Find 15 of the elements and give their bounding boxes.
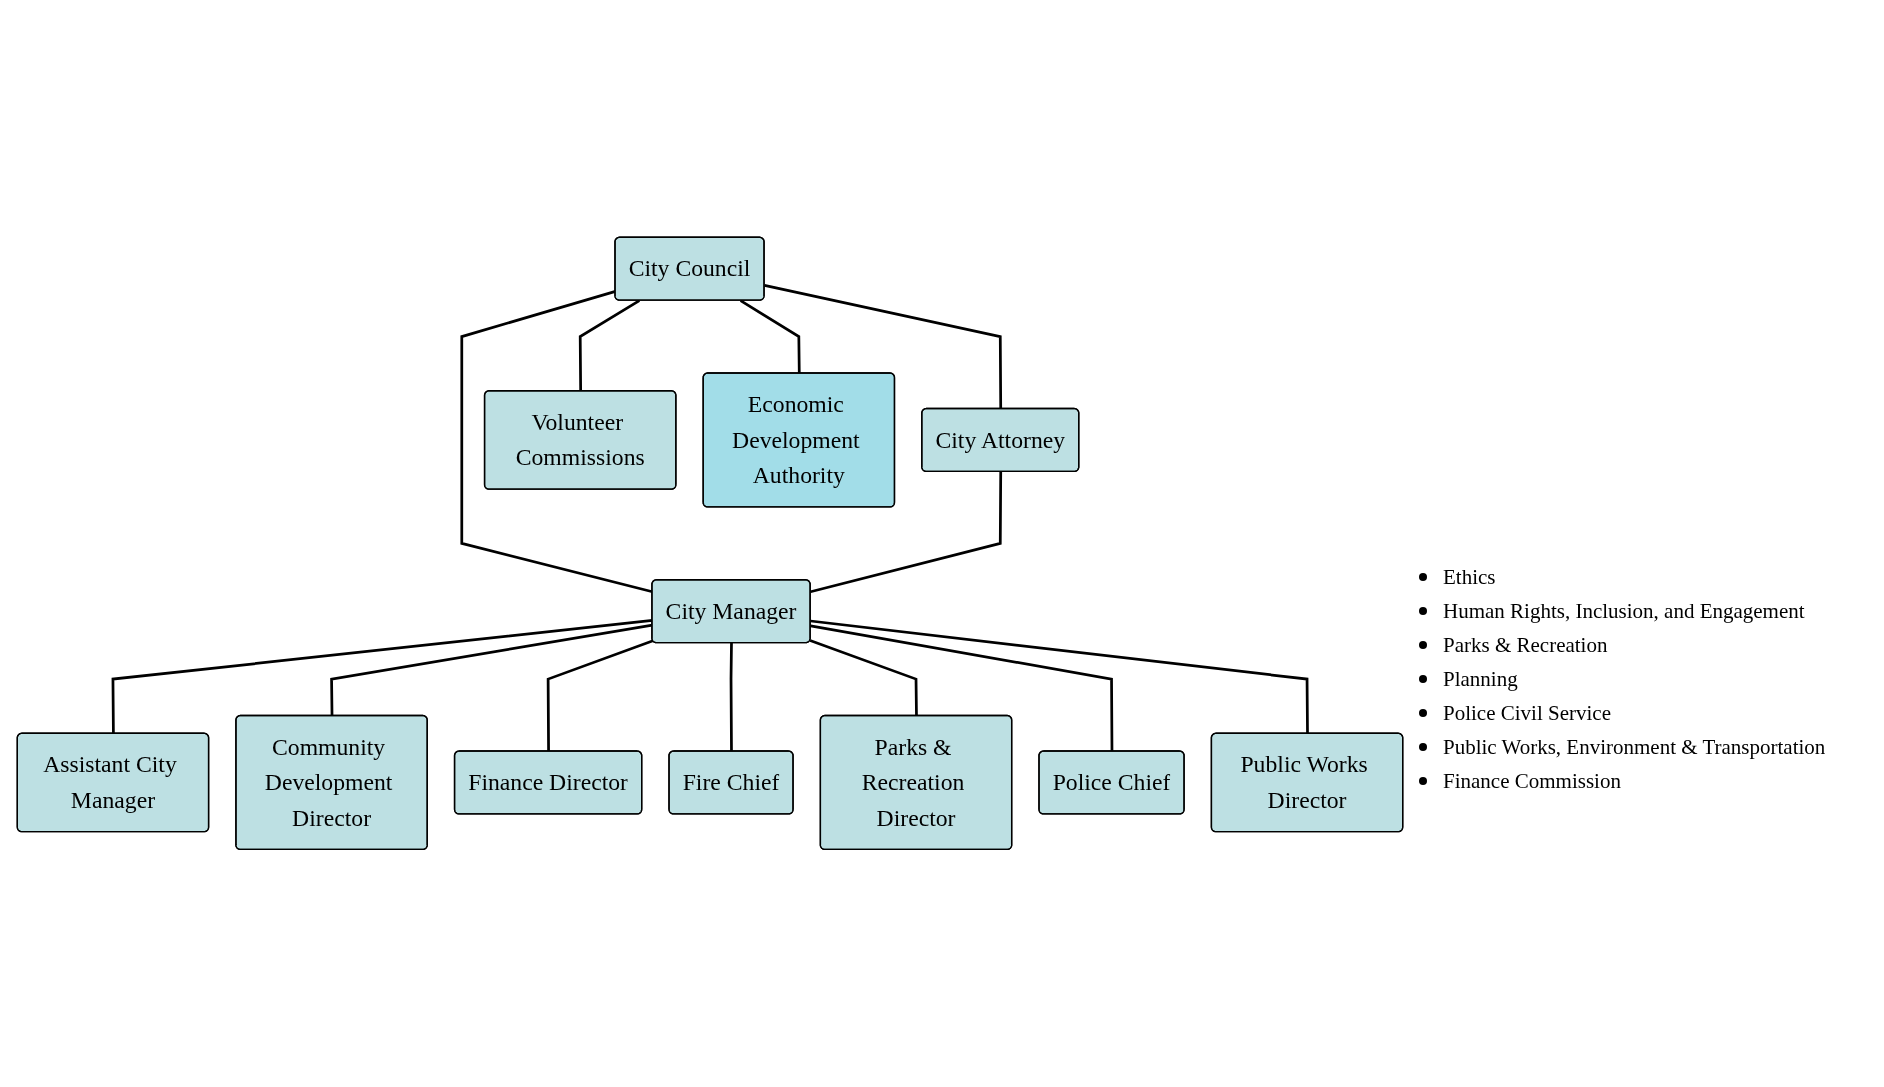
connector [729, 643, 733, 752]
commission-list-item: Planning [1443, 666, 1518, 693]
commission-list-item: Human Rights, Inclusion, and Engagement [1443, 598, 1805, 625]
commission-list-item: Police Civil Service [1443, 700, 1611, 727]
connector [809, 639, 918, 717]
commission-list-item: Public Works, Environment & Transportation [1443, 734, 1826, 761]
commission-list-item: Finance Commission [1443, 768, 1621, 795]
connector [810, 619, 1309, 734]
connector [810, 624, 1114, 752]
commission-list-item: Parks & Recreation [1443, 632, 1608, 659]
commission-list-item: Ethics [1443, 564, 1496, 591]
connector [764, 284, 1003, 410]
connector [739, 299, 801, 374]
connector [810, 472, 1003, 594]
connector [546, 639, 654, 752]
